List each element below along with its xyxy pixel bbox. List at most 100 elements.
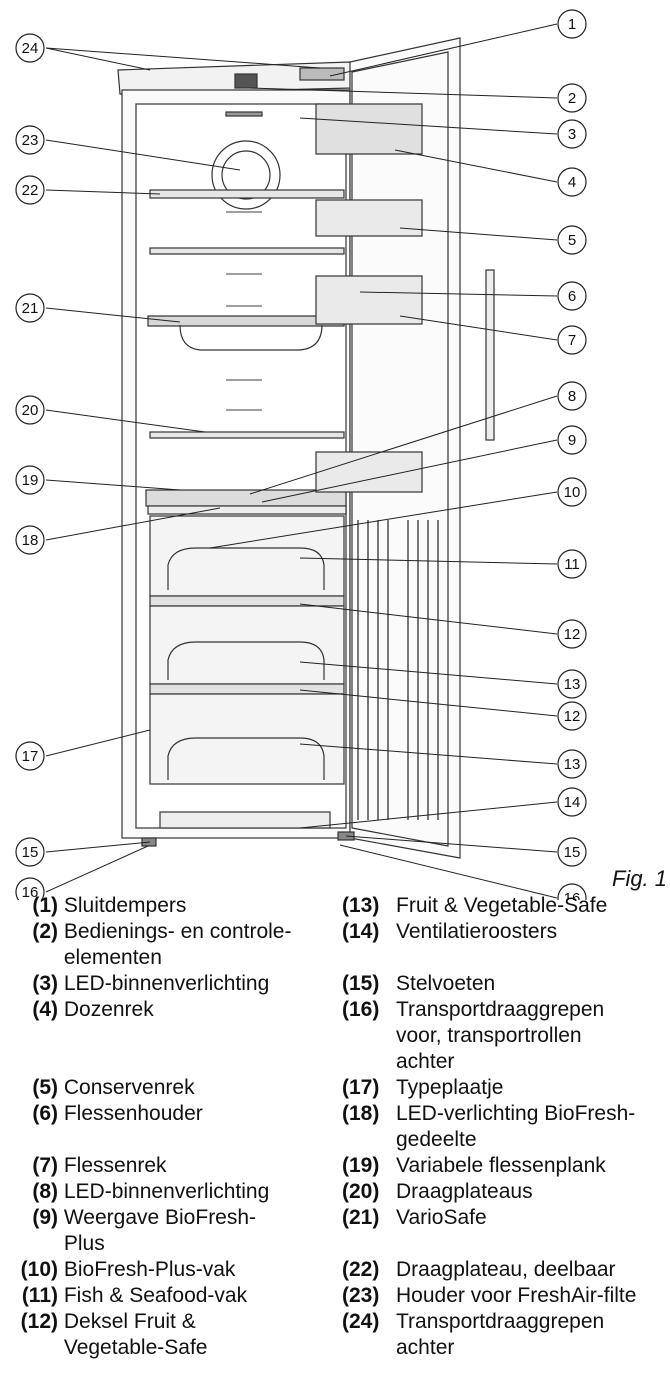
callout-number: 23: [22, 132, 39, 149]
callout-circle: [15, 525, 45, 555]
shelf-split: [149, 189, 345, 199]
shelf: [149, 247, 345, 255]
legend-item: (17)Typeplaatje: [342, 1076, 504, 1099]
callout-circle: [557, 9, 587, 39]
fruit-veg-safe-2: [149, 693, 345, 785]
callout-number: 10: [564, 484, 581, 501]
lid-fruit-veg: [149, 595, 345, 607]
callout-circle: [557, 83, 587, 113]
callout-circle: [557, 883, 587, 900]
callout-circle: [15, 877, 45, 900]
callout-circle: [557, 167, 587, 197]
legend-item: (11) Fish & Seafood-vak: [21, 1284, 248, 1307]
vent-grille: [159, 811, 331, 829]
callout-circle: [557, 701, 587, 731]
callout-number: 15: [564, 844, 581, 861]
callout-number: 5: [568, 232, 576, 249]
callout-number: 12: [564, 626, 581, 643]
callout-circle: [557, 787, 587, 817]
legend-item: (3) LED-binnenverlichting: [32, 972, 270, 995]
legend-item: (5) Conservenrek: [32, 1076, 195, 1099]
lid-fruit-veg-2: [149, 683, 345, 695]
callout-number: 13: [564, 756, 581, 773]
callout-number: 15: [22, 844, 39, 861]
legend-item: (23)Houder voor FreshAir-filte: [342, 1284, 637, 1307]
callout-circle: [557, 425, 587, 455]
callout-number: 20: [22, 402, 39, 419]
callout-circle: [557, 837, 587, 867]
callout-number: 21: [22, 300, 39, 317]
callout-circle: [557, 477, 587, 507]
callout-number: 22: [22, 182, 39, 199]
legend-item: (13)Fruit & Vegetable-Safe: [342, 894, 608, 917]
callout-circle: [15, 465, 45, 495]
legend-item: (10) BioFresh-Plus-vak: [20, 1258, 236, 1281]
legend-right: (13)Fruit & Vegetable-Safe (14)Ventilati…: [342, 893, 670, 1361]
callout-circle: [15, 175, 45, 205]
callout-circle: [557, 119, 587, 149]
box-rack: [315, 103, 423, 155]
legend-item: (14)Ventilatieroosters: [342, 920, 558, 943]
callout-number: 8: [568, 388, 576, 405]
fruit-veg-safe: [149, 605, 345, 685]
callout-number: 14: [564, 794, 581, 811]
biofresh-drawer: [149, 515, 345, 597]
callout-circle: [557, 669, 587, 699]
callout-number: 2: [568, 90, 576, 107]
led-strip: [225, 111, 263, 117]
callout-circle: [15, 293, 45, 323]
callout-number: 9: [568, 432, 576, 449]
legend-left: (1) Sluitdempers (2) Bedienings- en cont…: [8, 893, 328, 1361]
callout-circle: [557, 225, 587, 255]
callout-number: 16: [22, 884, 39, 900]
callout-circle: [15, 395, 45, 425]
door-handle: [485, 269, 495, 441]
control-panel: [234, 73, 258, 89]
callout-number: 24: [22, 40, 39, 57]
can-rack: [315, 199, 423, 237]
legend-item: (2) Bedienings- en controle-elementen: [32, 920, 292, 969]
variosafe: [147, 315, 345, 327]
shelf-lower: [149, 431, 345, 439]
legend-item: (18)LED-verlichting BioFresh-gedeelte: [342, 1102, 636, 1151]
bottle-rack: [315, 275, 423, 325]
legend-item: (12) Deksel Fruit & Vegetable-Safe: [20, 1310, 208, 1359]
callout-number: 3: [568, 126, 576, 143]
callout-circle: [557, 619, 587, 649]
callout-number: 7: [568, 332, 576, 349]
door: [349, 37, 461, 859]
callout-number: 13: [564, 676, 581, 693]
legend-item: (4) Dozenrek: [32, 998, 154, 1021]
legend-item: (1) Sluitdempers: [32, 894, 187, 917]
legend-item: (21)VarioSafe: [342, 1206, 487, 1229]
callout-number: 1: [568, 16, 576, 33]
callout-circle: [15, 837, 45, 867]
callout-circle: [15, 741, 45, 771]
figure-label: Fig. 1: [612, 866, 668, 891]
callouts-left: 24 23 22 21 20 19 18 17 15 16: [15, 33, 45, 900]
callout-circle: [15, 125, 45, 155]
callout-circle: [15, 33, 45, 63]
callout-circle: [557, 381, 587, 411]
legend-item: (19)Variabele flessenplank: [342, 1154, 606, 1177]
callout-number: 19: [22, 472, 39, 489]
callout-circle: [557, 281, 587, 311]
callout-number: 11: [564, 556, 580, 573]
legend-item: (8) LED-binnenverlichting: [32, 1180, 270, 1203]
legend-item: (9) Weergave BioFresh-Plus: [32, 1206, 257, 1255]
callout-circle: [557, 549, 587, 579]
legend-item: (22)Draagplateau, deelbaar: [342, 1258, 616, 1281]
callout-number: 16: [564, 890, 581, 900]
legend-item: (16)Transportdraaggrepen voor, transport…: [342, 998, 605, 1073]
callout-number: 4: [568, 174, 576, 191]
legend-item: (20)Draagplateaus: [342, 1180, 533, 1203]
freshair-filter-holder: [211, 140, 281, 210]
callout-number: 18: [22, 532, 39, 549]
legend-item: (24)Transportdraaggrepen achter: [342, 1310, 605, 1359]
callout-number: 17: [22, 748, 39, 765]
legend-item: (6) Flessenhouder: [32, 1102, 203, 1125]
legend-item: (15)Stelvoeten: [342, 972, 496, 995]
callout-circle: [557, 325, 587, 355]
